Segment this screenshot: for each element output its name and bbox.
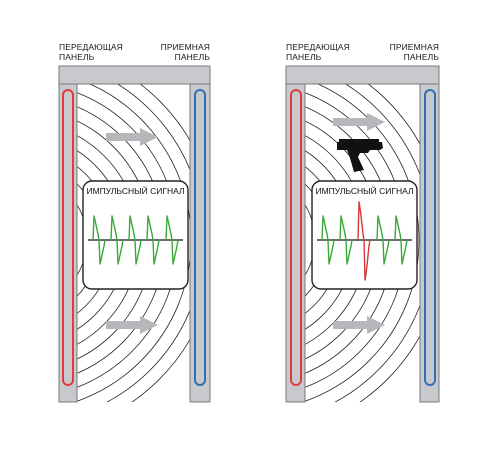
signal-box <box>311 180 418 290</box>
signal-pulse <box>110 215 124 265</box>
wave-arc <box>207 199 289 281</box>
transmitter-label-line2: ПАНЕЛЬ <box>286 52 322 62</box>
signal-pulse <box>165 215 179 265</box>
receiver-label-line2: ПАНЕЛЬ <box>403 52 439 62</box>
signal-box <box>82 180 189 290</box>
signal-box-title: ИМПУЛЬСНЫЙ СИГНАЛ <box>86 186 185 196</box>
signal-pulse <box>128 215 142 265</box>
pulse-train-normal <box>92 215 179 265</box>
transmitter-pillar <box>285 83 306 403</box>
receiver-coil <box>194 89 206 386</box>
receiver-pillar <box>189 83 211 403</box>
signal-pulse <box>394 215 408 265</box>
wave-arc <box>0 199 61 281</box>
receiver-label-line1: ПРИЕМНАЯ <box>160 42 210 52</box>
receiver-label: ПРИЕМНАЯ ПАНЕЛЬ <box>150 42 210 62</box>
pistol-icon <box>337 139 383 172</box>
receiver-label: ПРИЕМНАЯ ПАНЕЛЬ <box>379 42 439 62</box>
receiver-label-line2: ПАНЕЛЬ <box>174 52 210 62</box>
receiver-pillar <box>419 83 440 403</box>
transmitter-label-line1: ПЕРЕДАЮЩАЯ <box>59 42 123 52</box>
transmitter-label: ПЕРЕДАЮЩАЯ ПАНЕЛЬ <box>59 42 123 62</box>
transmitter-label: ПЕРЕДАЮЩАЯ ПАНЕЛЬ <box>286 42 350 62</box>
signal-pulse <box>339 215 353 265</box>
arrow-right-icon <box>333 316 385 334</box>
top-beam <box>58 65 211 85</box>
transmitter-label-line2: ПАНЕЛЬ <box>59 52 95 62</box>
transmitter-label-line1: ПЕРЕДАЮЩАЯ <box>286 42 350 52</box>
top-beam <box>285 65 440 85</box>
wave-arc <box>305 84 420 402</box>
transmitter-coil <box>62 89 74 386</box>
gate-with-object <box>207 65 440 403</box>
transmitter-pillar <box>58 83 78 403</box>
signal-box-title: ИМПУЛЬСНЫЙ СИГНАЛ <box>315 186 414 196</box>
arrow-right-icon <box>333 113 385 131</box>
signal-pulse <box>146 215 160 265</box>
signal-pulse <box>376 215 390 265</box>
wave-arc <box>0 212 48 268</box>
transmitter-coil <box>290 89 302 386</box>
signal-pulse <box>357 201 371 281</box>
pulse-train-disturbed <box>321 201 408 281</box>
arrow-right-icon <box>106 128 158 146</box>
wave-arc <box>220 212 276 268</box>
gate-normal <box>0 65 211 403</box>
arrow-right-icon <box>106 316 158 334</box>
receiver-coil <box>424 89 436 386</box>
signal-pulse <box>321 215 335 265</box>
signal-pulse <box>92 215 106 265</box>
receiver-label-line1: ПРИЕМНАЯ <box>389 42 439 52</box>
